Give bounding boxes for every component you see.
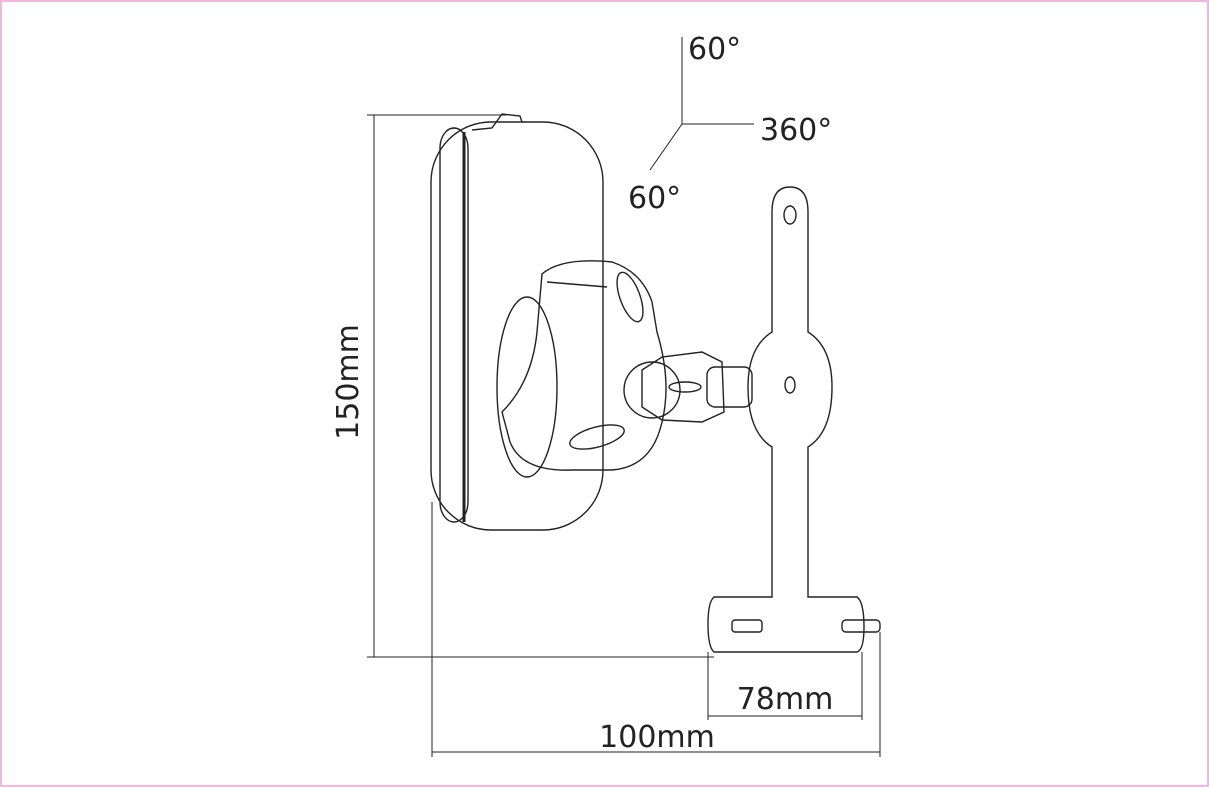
tilt-up-label: 60° — [688, 32, 741, 67]
height-dimension-label: 150mm — [331, 324, 366, 440]
total-depth-dimension-label: 100mm — [599, 720, 715, 755]
wall-plate — [707, 186, 881, 653]
speaker-body — [430, 113, 604, 531]
rotation-axes — [649, 37, 754, 171]
dimension-lines — [367, 114, 881, 757]
base-width-dimension-label: 78mm — [737, 682, 834, 717]
tilt-down-label: 60° — [628, 181, 681, 216]
pan-label: 360° — [760, 113, 832, 148]
swivel-knob — [496, 260, 681, 478]
ball-joint — [641, 351, 753, 423]
